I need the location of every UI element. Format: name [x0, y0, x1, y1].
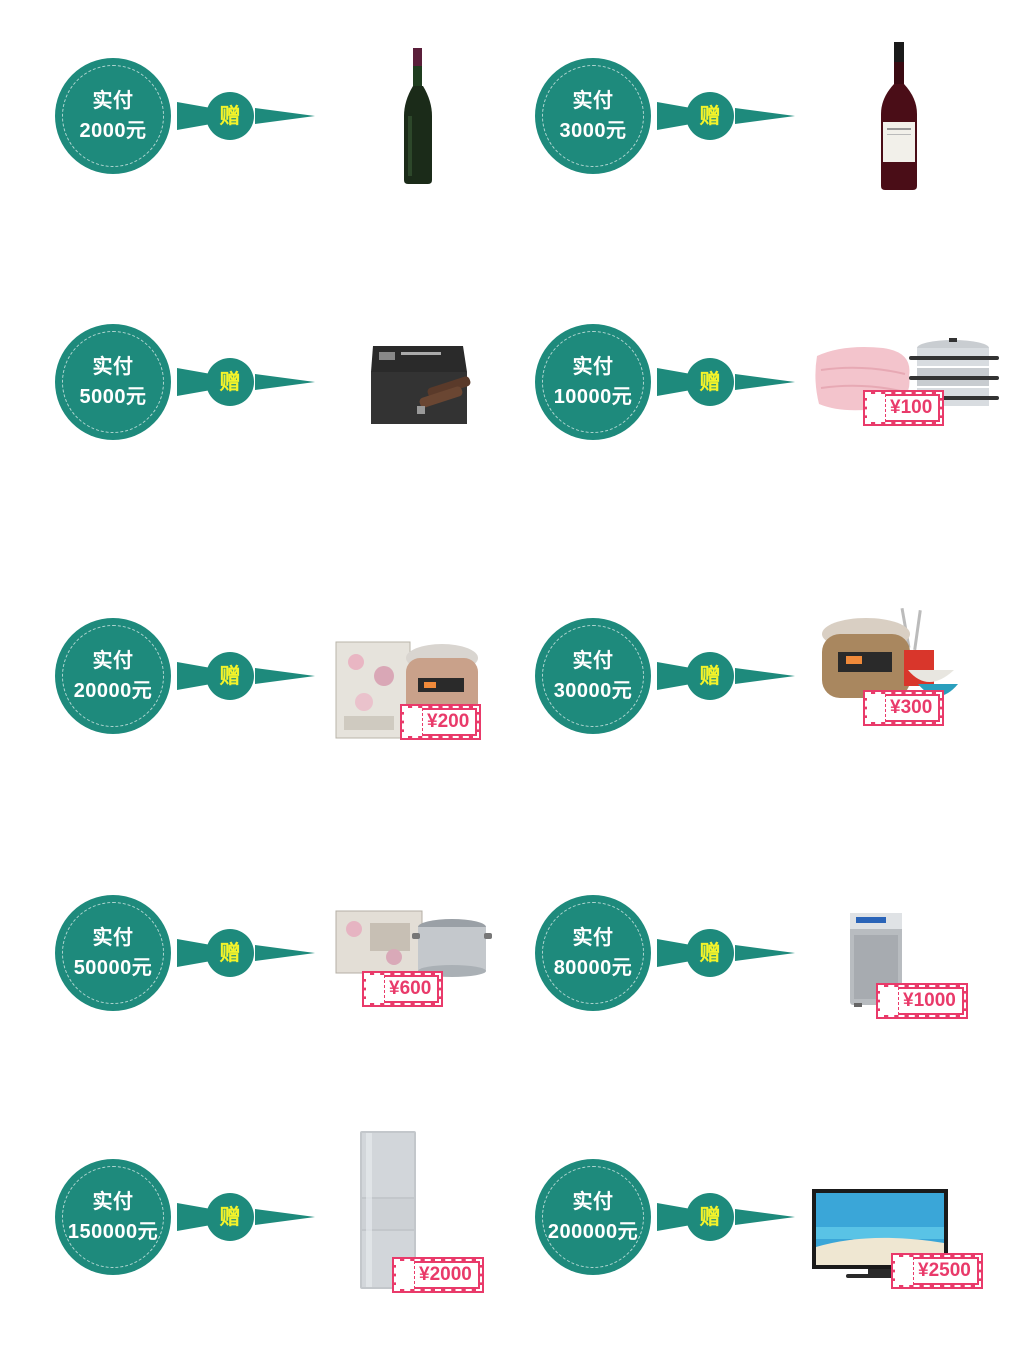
paid-label: 实付 [92, 650, 134, 672]
tier-3000: 实付 3000元 赠 [480, 0, 960, 200]
paid-label: 实付 [92, 356, 134, 378]
paid-amount-badge: 实付 3000元 [535, 58, 651, 174]
bedding-set-and-stockpot-icon [335, 910, 492, 977]
price-value: ¥300 [886, 696, 939, 720]
price-tag: ¥1000 [876, 983, 968, 1019]
tier-30000: 实付 30000元 赠 ¥300 [480, 560, 960, 760]
tier-row-3: 实付 20000元 赠 ¥200 实付 30000元 赠 [0, 560, 1034, 760]
gift-badge: 赠 [206, 1193, 254, 1241]
wine-bottle-icon [404, 48, 432, 184]
tier-row-2: 实付 5000元 赠 实付 10000元 赠 [0, 266, 1034, 466]
tier-row-4: 实付 50000元 赠 ¥600 实付 80000元 赠 [0, 837, 1034, 1037]
washing-machine-icon [850, 913, 902, 1007]
paid-amount-badge: 实付 2000元 [55, 58, 171, 174]
tier-150000: 实付 150000元 赠 ¥2000 [0, 1101, 484, 1301]
rice-cooker-and-bowls-icon [822, 607, 958, 698]
price-value: ¥100 [886, 396, 939, 420]
paid-amount: 150000元 [67, 1221, 159, 1243]
paid-amount: 3000元 [559, 120, 627, 142]
paid-amount-badge: 实付 30000元 [535, 618, 651, 734]
gift-badge: 赠 [686, 652, 734, 700]
paid-label: 实付 [572, 356, 614, 378]
tier-row-1: 实付 2000元 赠 实付 3000元 赠 [0, 0, 1034, 200]
gift-label: 赠 [699, 370, 721, 394]
gift-badge: 赠 [206, 652, 254, 700]
tier-10000: 实付 10000元 赠 ¥100 [480, 266, 999, 466]
price-value: ¥2000 [415, 1263, 478, 1287]
gift-label: 赠 [219, 104, 241, 128]
paid-amount: 20000元 [73, 680, 153, 702]
price-tag: ¥600 [361, 971, 444, 1007]
red-wine-bottle-icon [881, 42, 917, 190]
price-tag: ¥2500 [891, 1253, 983, 1289]
paid-amount: 10000元 [553, 386, 633, 408]
gift-label: 赠 [219, 1205, 241, 1229]
paid-amount: 2000元 [79, 120, 147, 142]
paid-amount-badge: 实付 80000元 [535, 895, 651, 1011]
tier-20000: 实付 20000元 赠 ¥200 [0, 560, 482, 760]
price-tag: ¥300 [862, 690, 945, 726]
gift-label: 赠 [699, 1205, 721, 1229]
paid-label: 实付 [92, 927, 134, 949]
paid-label: 实付 [92, 90, 134, 112]
price-value: ¥2500 [914, 1259, 977, 1283]
paid-amount-badge: 实付 150000元 [55, 1159, 171, 1275]
tier-2000: 实付 2000元 赠 [0, 0, 480, 200]
gift-badge: 赠 [206, 929, 254, 977]
gift-label: 赠 [699, 664, 721, 688]
gift-label: 赠 [219, 664, 241, 688]
tier-50000: 实付 50000元 赠 ¥600 [0, 837, 492, 1037]
paid-amount-badge: 实付 200000元 [535, 1159, 651, 1275]
price-tag: ¥200 [399, 704, 482, 740]
paid-amount: 200000元 [547, 1221, 639, 1243]
paid-amount: 30000元 [553, 680, 633, 702]
gift-label: 赠 [219, 370, 241, 394]
paid-amount-badge: 实付 20000元 [55, 618, 171, 734]
tier-row-5: 实付 150000元 赠 ¥2000 实付 200000元 赠 [0, 1101, 1034, 1301]
gift-label: 赠 [219, 941, 241, 965]
bedding-set-and-rice-cooker-icon [335, 641, 478, 739]
paid-label: 实付 [572, 650, 614, 672]
paid-amount: 5000元 [79, 386, 147, 408]
price-value: ¥1000 [899, 989, 962, 1013]
gift-badge: 赠 [686, 92, 734, 140]
price-value: ¥200 [423, 710, 476, 734]
price-tag: ¥2000 [392, 1257, 484, 1293]
tier-200000: 实付 200000元 赠 ¥2500 [480, 1101, 983, 1301]
paid-amount: 50000元 [73, 957, 153, 979]
paid-label: 实付 [572, 90, 614, 112]
paid-amount-badge: 实付 5000元 [55, 324, 171, 440]
gift-badge: 赠 [686, 929, 734, 977]
gift-label: 赠 [699, 941, 721, 965]
price-value: ¥600 [385, 977, 438, 1001]
paid-amount-badge: 实付 10000元 [535, 324, 651, 440]
price-tag: ¥100 [862, 390, 945, 426]
gift-badge: 赠 [206, 358, 254, 406]
paid-label: 实付 [572, 1191, 614, 1213]
gift-label: 赠 [699, 104, 721, 128]
paid-amount: 80000元 [553, 957, 633, 979]
gift-badge: 赠 [686, 1193, 734, 1241]
paid-amount-badge: 实付 50000元 [55, 895, 171, 1011]
gift-badge: 赠 [206, 92, 254, 140]
paid-label: 实付 [92, 1191, 134, 1213]
tier-5000: 实付 5000元 赠 [0, 266, 480, 466]
gift-badge: 赠 [686, 358, 734, 406]
tier-80000: 实付 80000元 赠 ¥1000 [480, 837, 968, 1037]
wine-gift-box-icon [371, 346, 471, 424]
paid-label: 实付 [572, 927, 614, 949]
